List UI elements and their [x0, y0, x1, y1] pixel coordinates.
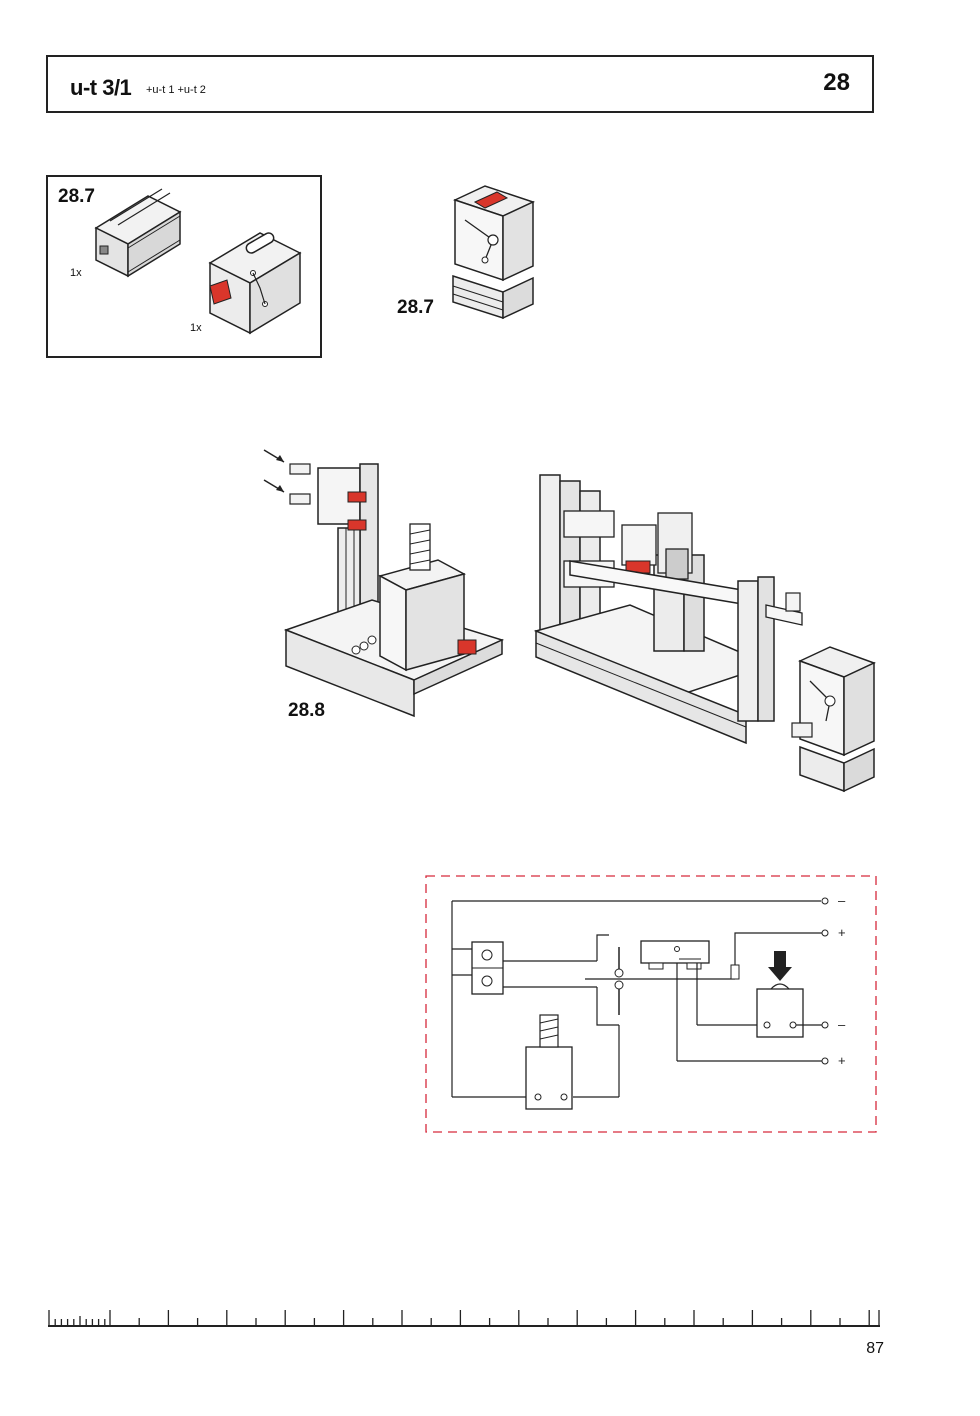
page-number: 28 — [823, 69, 850, 96]
model-subtitle: +u-t 1 +u-t 2 — [146, 84, 206, 96]
terminal-label: + — [838, 1053, 846, 1068]
page-folio: 87 — [866, 1340, 884, 1357]
part-qty-1: 1x — [70, 267, 82, 279]
parts-step-label: 28.7 — [58, 186, 95, 207]
ruler-scale — [48, 1310, 880, 1327]
building-block-drawing — [94, 188, 182, 278]
terminal-label: + — [838, 925, 846, 940]
terminal-label: – — [838, 893, 846, 908]
parts-panel: 28.7 1x 1x — [46, 175, 322, 358]
page-header: u-t 3/1 +u-t 1 +u-t 2 28 — [46, 55, 874, 113]
step-28-8-label: 28.8 — [288, 700, 325, 721]
switch-block-drawing — [208, 232, 302, 335]
circuit-diagram: – + – + — [425, 875, 877, 1133]
terminal-label: – — [838, 1017, 846, 1032]
step-28-8-drawing — [263, 449, 505, 718]
step-28-7-label: 28.7 — [397, 297, 434, 318]
part-qty-2: 1x — [190, 322, 202, 334]
full-model-drawing — [533, 474, 876, 793]
model-title: u-t 3/1 — [70, 75, 132, 100]
step-28-7-drawing — [452, 185, 536, 320]
